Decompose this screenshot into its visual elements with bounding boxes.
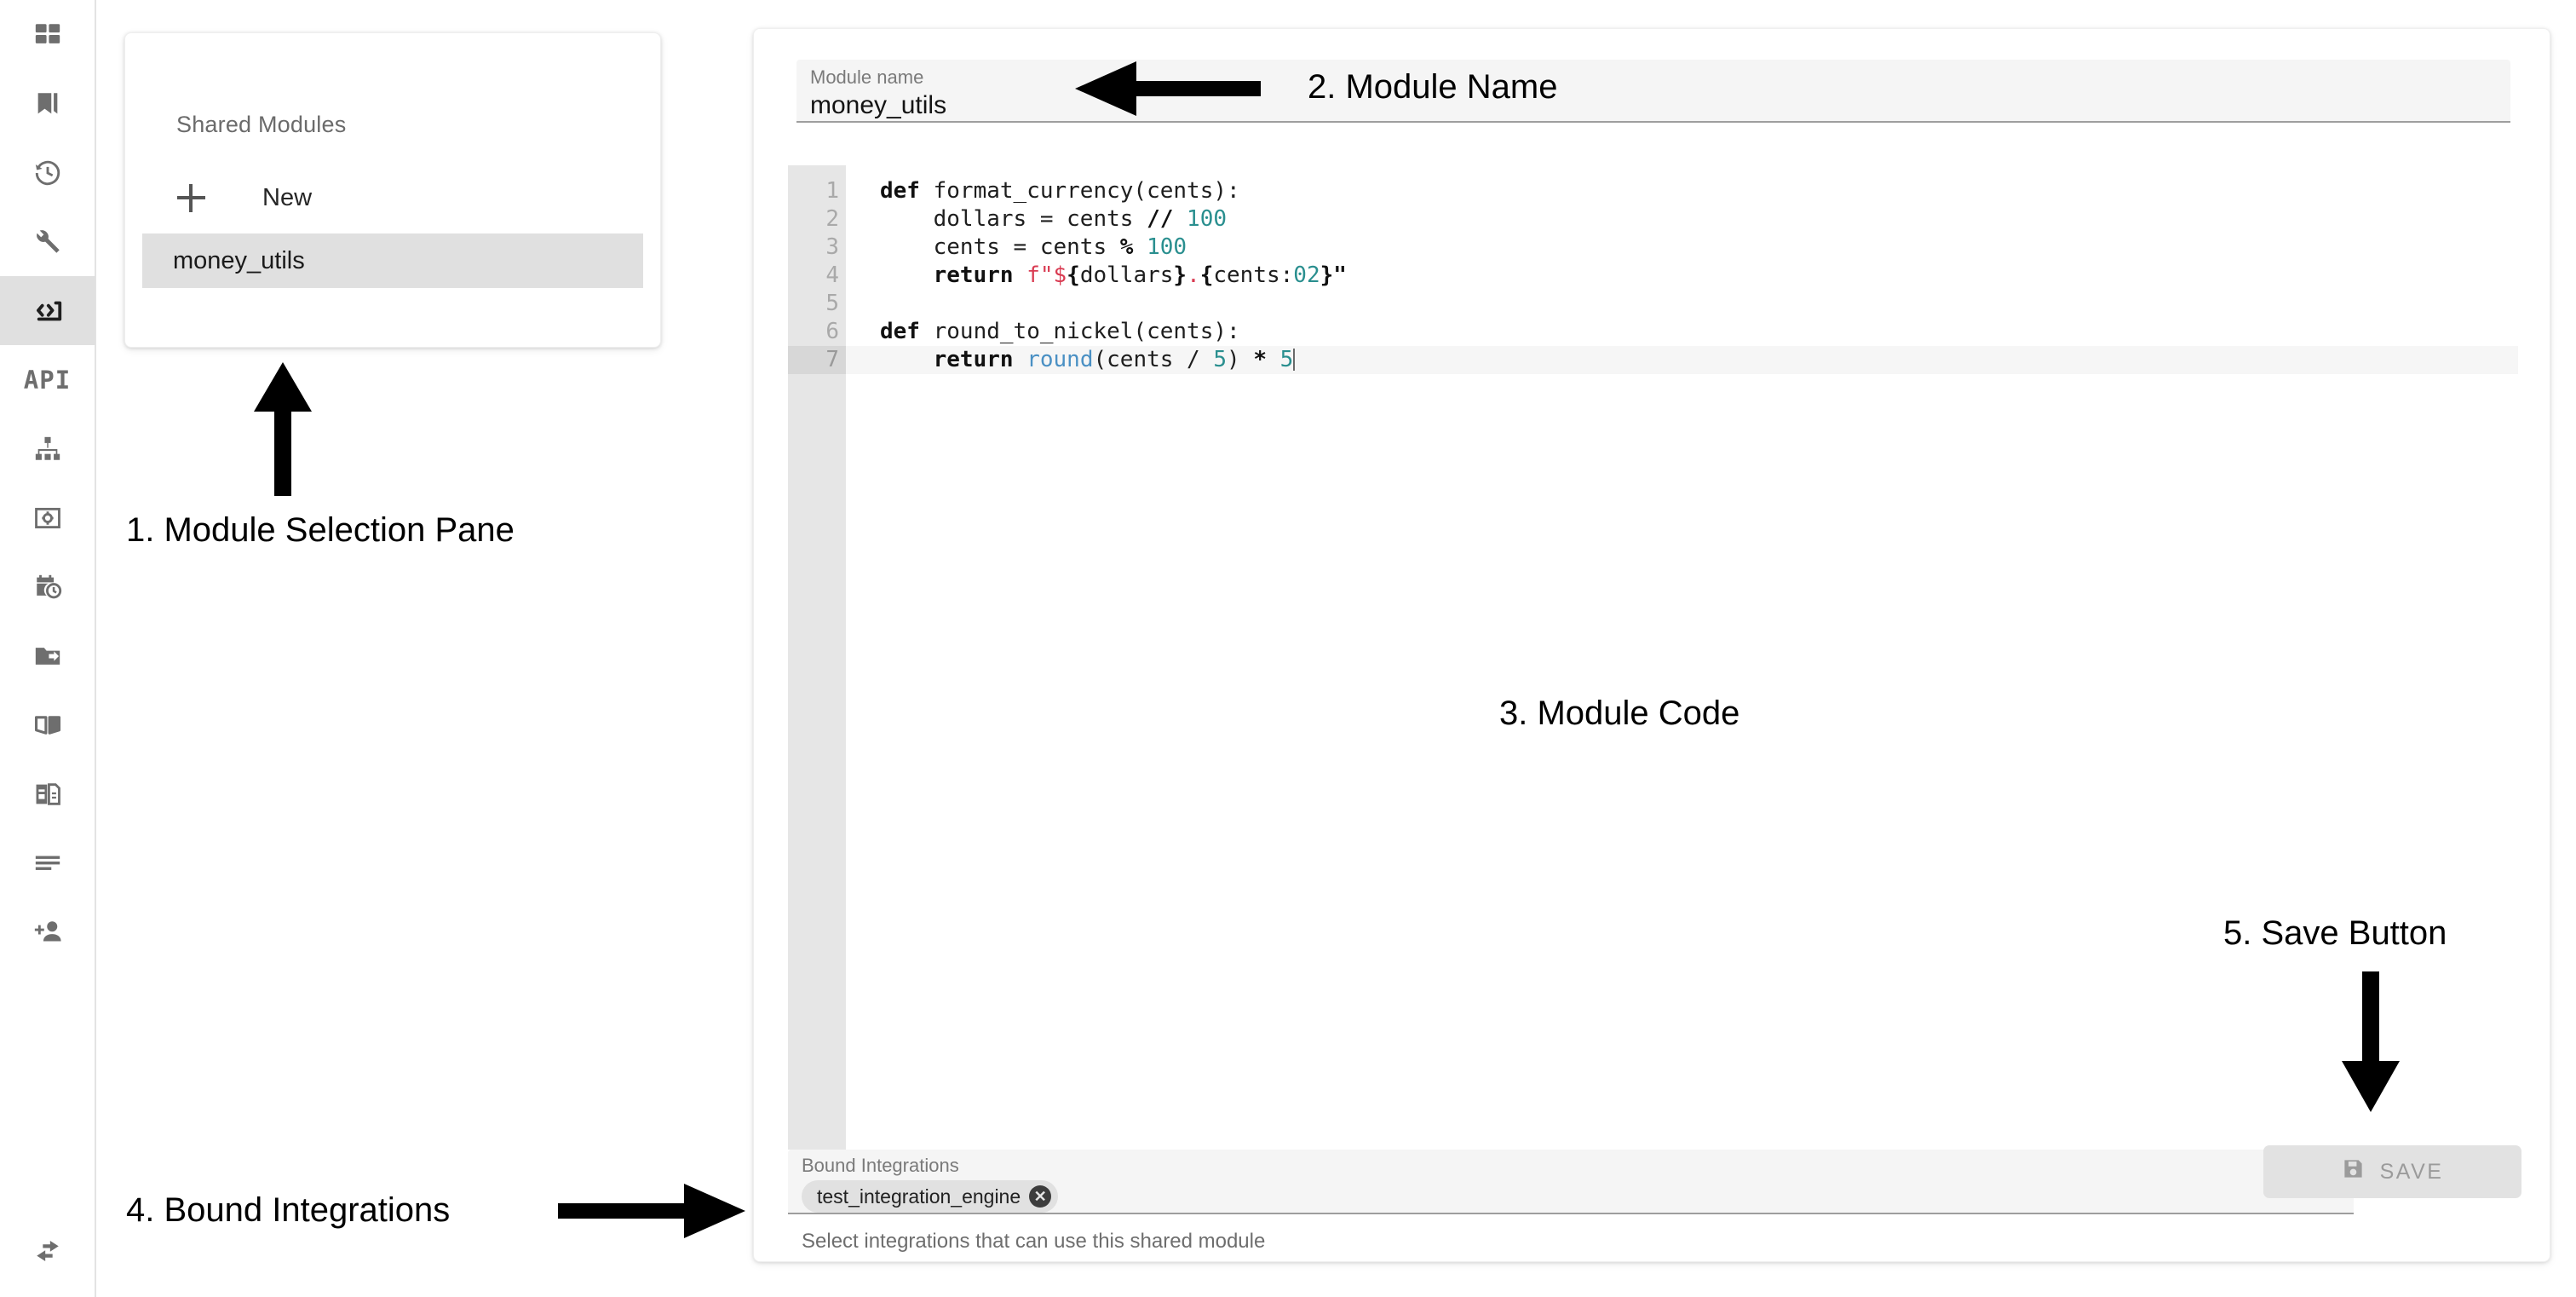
- module-name-field[interactable]: Module name money_utils: [796, 60, 2510, 123]
- dashboard-icon: [33, 20, 62, 49]
- book-icon: [33, 711, 62, 740]
- export-folder-icon: [33, 642, 62, 671]
- code-gutter: 1 2 3 4 5 6 7: [788, 165, 846, 1150]
- save-disk-icon: [2342, 1157, 2380, 1186]
- module-editor-card: Module name money_utils 1 2 3 4 5 6 7 de…: [753, 28, 2550, 1262]
- api-icon: API: [23, 365, 72, 395]
- save-button-label: SAVE: [2379, 1159, 2444, 1184]
- annotation-label-4: 4. Bound Integrations: [126, 1191, 451, 1229]
- sidebar-item-bookmarks[interactable]: [0, 69, 95, 138]
- integration-chip-label: test_integration_engine: [817, 1185, 1021, 1208]
- annotation-arrow-right: [558, 1184, 745, 1238]
- gutter-line-active: 7: [788, 346, 846, 374]
- new-module-button[interactable]: New: [125, 169, 660, 227]
- schedule-icon: [33, 573, 62, 602]
- gutter-line: 3: [825, 234, 839, 260]
- sidebar-item-add-user[interactable]: [0, 897, 95, 966]
- gutter-line: 1: [825, 178, 839, 204]
- module-list-item-money-utils[interactable]: money_utils: [142, 233, 643, 288]
- module-name-value: money_utils: [810, 91, 947, 119]
- sidebar-item-history[interactable]: [0, 138, 95, 207]
- code-line-3: cents = cents % 100: [880, 234, 1187, 260]
- sidebar-item-dashboard[interactable]: [0, 0, 95, 69]
- wrench-icon: [33, 228, 62, 257]
- history-icon: [33, 159, 62, 187]
- add-user-icon: [32, 917, 63, 948]
- sidebar-item-api[interactable]: API: [0, 345, 95, 414]
- module-code-editor[interactable]: 1 2 3 4 5 6 7 def format_currency(cents)…: [788, 165, 2518, 1150]
- module-list-item-label: money_utils: [173, 246, 305, 274]
- code-icon: [32, 295, 64, 327]
- hierarchy-icon: [33, 435, 62, 464]
- save-button[interactable]: SAVE: [2263, 1145, 2521, 1198]
- annotation-arrow-up: [254, 362, 312, 496]
- sidebar-item-schedule[interactable]: [0, 552, 95, 621]
- sidebar-item-vault[interactable]: [0, 483, 95, 552]
- bound-integrations-helper-text: Select integrations that can use this sh…: [802, 1230, 1266, 1253]
- new-module-label: New: [262, 183, 313, 211]
- left-icon-rail: API: [0, 0, 96, 1297]
- gutter-line: 5: [825, 291, 839, 316]
- plus-icon: [172, 179, 210, 216]
- code-line-1: def format_currency(cents):: [880, 178, 1240, 204]
- annotation-label-2: 2. Module Name: [1308, 68, 1558, 106]
- bookmarks-icon: [33, 89, 62, 118]
- code-line-6: def round_to_nickel(cents):: [880, 319, 1240, 344]
- sidebar-item-shared-modules[interactable]: [0, 276, 95, 345]
- article-icon: [33, 780, 62, 809]
- sidebar-item-export[interactable]: [0, 621, 95, 690]
- bound-integrations-field[interactable]: Bound Integrations test_integration_engi…: [788, 1150, 2354, 1214]
- gutter-line: 6: [825, 319, 839, 344]
- close-icon[interactable]: ✕: [1029, 1185, 1052, 1208]
- sidebar-item-transfer[interactable]: [0, 1216, 95, 1285]
- vault-icon: [33, 504, 62, 533]
- text-caret: [1293, 349, 1296, 371]
- code-line-5: [846, 290, 2518, 318]
- bound-integrations-label: Bound Integrations: [802, 1155, 959, 1176]
- sidebar-item-reports[interactable]: [0, 759, 95, 828]
- transfer-icon: [33, 1236, 62, 1265]
- gutter-line: 4: [825, 262, 839, 288]
- module-selection-pane: Shared Modules New money_utils: [124, 32, 661, 348]
- code-lines[interactable]: def format_currency(cents): dollars = ce…: [846, 165, 2518, 1150]
- sidebar-item-hierarchy[interactable]: [0, 414, 95, 483]
- annotation-label-5: 5. Save Button: [2223, 914, 2447, 952]
- annotation-arrow-left: [1075, 61, 1261, 116]
- annotation-label-1: 1. Module Selection Pane: [126, 511, 515, 549]
- gutter-line: 2: [825, 206, 839, 232]
- code-line-7: return round(cents / 5) * 5: [846, 346, 2518, 374]
- integration-chip[interactable]: test_integration_engine ✕: [802, 1180, 1059, 1213]
- sidebar-item-tools[interactable]: [0, 207, 95, 276]
- sidebar-item-logs[interactable]: [0, 828, 95, 897]
- annotation-arrow-down: [2342, 971, 2400, 1112]
- module-name-label: Module name: [810, 66, 924, 88]
- code-line-4: return f"${dollars}.{cents:02}": [933, 262, 1347, 288]
- sidebar-item-docs[interactable]: [0, 690, 95, 759]
- code-line-2: dollars = cents // 100: [880, 206, 1228, 232]
- annotation-label-3: 3. Module Code: [1499, 695, 1740, 732]
- list-icon: [33, 849, 62, 878]
- pane-title: Shared Modules: [176, 112, 347, 137]
